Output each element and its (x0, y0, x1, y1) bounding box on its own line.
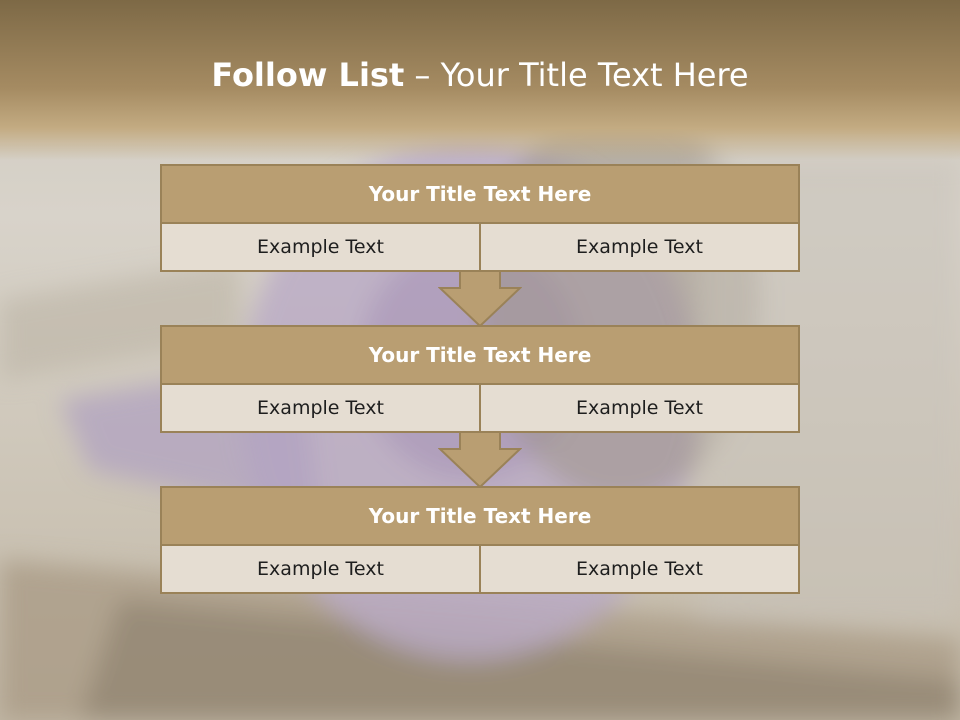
step-2-right-text: Example Text (479, 385, 798, 431)
down-arrow-icon (438, 270, 522, 328)
step-3-left-text: Example Text (257, 558, 384, 580)
step-1-left-text: Example Text (257, 236, 384, 258)
step-row-1: Example Text Example Text (162, 224, 798, 270)
step-title-1: Your Title Text Here (162, 166, 798, 224)
step-box-3: Your Title Text Here Example Text Exampl… (160, 486, 800, 594)
step-3-right-text: Example Text (479, 546, 798, 592)
step-row-2: Example Text Example Text (162, 385, 798, 431)
title-bold: Follow List (211, 56, 405, 94)
step-title-3: Your Title Text Here (162, 488, 798, 546)
step-row-3: Example Text Example Text (162, 546, 798, 592)
step-2-left-text: Example Text (257, 397, 384, 419)
down-arrow-icon (438, 431, 522, 489)
step-title-2: Your Title Text Here (162, 327, 798, 385)
title-rest: – Your Title Text Here (404, 56, 749, 94)
step-1-right-text: Example Text (479, 224, 798, 270)
step-box-1: Your Title Text Here Example Text Exampl… (160, 164, 800, 272)
header-band (0, 0, 960, 160)
step-box-2: Your Title Text Here Example Text Exampl… (160, 325, 800, 433)
slide-title: Follow List – Your Title Text Here (0, 56, 960, 94)
